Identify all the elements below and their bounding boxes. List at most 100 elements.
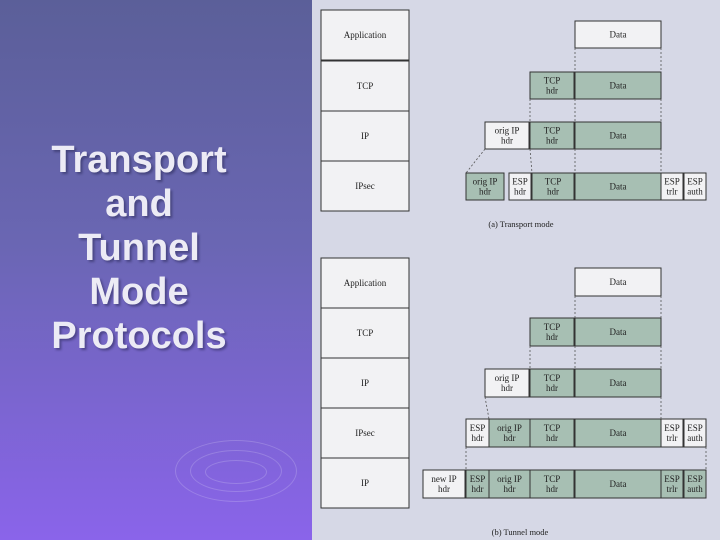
tcp-hdr-cell xyxy=(529,469,575,499)
esp-trlr-cell xyxy=(660,172,684,201)
tcp-hdr-cell-label: hdr xyxy=(546,484,558,494)
orig-ip-hdr-cell-label: hdr xyxy=(504,484,516,494)
orig-ip-hdr-cell xyxy=(488,418,531,448)
esp-trlr-cell-label: trlr xyxy=(667,433,678,443)
data-cell-label: Data xyxy=(610,378,627,388)
esp-hdr-cell-label: hdr xyxy=(472,484,484,494)
layer-box xyxy=(320,307,410,359)
data-cell-label: Data xyxy=(610,131,627,141)
tcp-hdr-cell-label: hdr xyxy=(546,433,558,443)
layer-box xyxy=(320,407,410,459)
data-cell-label: Data xyxy=(610,428,627,438)
tcp-hdr-cell xyxy=(531,172,575,201)
orig-ip-hdr-cell-label: orig IP xyxy=(497,474,522,484)
orig-ip-hdr-cell-label: hdr xyxy=(501,136,513,146)
data-cell xyxy=(574,172,662,201)
data-cell-label: Data xyxy=(610,327,627,337)
data-cell xyxy=(574,20,662,49)
title-line: Protocols xyxy=(51,315,227,357)
title-line: Transport xyxy=(51,139,227,181)
data-cell xyxy=(574,368,662,398)
data-cell-label: Data xyxy=(610,479,627,489)
title-line: and xyxy=(105,183,173,225)
tcp-hdr-cell-label: hdr xyxy=(546,383,558,393)
esp-trlr-cell-label: trlr xyxy=(667,187,678,197)
data-cell xyxy=(574,418,662,448)
background-ripple xyxy=(205,460,267,484)
esp-hdr-cell xyxy=(508,172,532,201)
esp-trlr-cell-label: ESP xyxy=(664,177,680,187)
esp-auth-cell-label: ESP xyxy=(687,177,703,187)
layer-box xyxy=(320,357,410,409)
background-ripple xyxy=(175,440,297,502)
data-cell xyxy=(574,317,662,347)
orig-ip-hdr-cell xyxy=(484,121,530,150)
tcp-hdr-cell-label: TCP xyxy=(545,177,562,187)
orig-ip-hdr-cell-label: hdr xyxy=(504,433,516,443)
esp-hdr-cell-label: ESP xyxy=(470,423,486,433)
orig-ip-hdr-cell-label: hdr xyxy=(479,187,491,197)
data-cell-label: Data xyxy=(610,182,627,192)
layer-box xyxy=(320,110,410,162)
title-line: Mode xyxy=(89,271,189,313)
data-cell xyxy=(574,71,662,100)
esp-trlr-cell-label: ESP xyxy=(664,474,680,484)
layer-box-label: IP xyxy=(361,131,369,141)
dashed-guide xyxy=(529,148,533,174)
tcp-hdr-cell-label: TCP xyxy=(544,474,561,484)
tcp-hdr-cell-label: hdr xyxy=(546,332,558,342)
esp-hdr-cell-label: ESP xyxy=(512,177,528,187)
layer-box xyxy=(320,457,410,509)
esp-auth-cell-label: auth xyxy=(687,484,703,494)
esp-trlr-cell-label: trlr xyxy=(667,484,678,494)
tcp-hdr-cell xyxy=(529,121,575,150)
orig-ip-hdr-cell xyxy=(484,368,530,398)
layer-box xyxy=(320,257,410,309)
esp-auth-cell xyxy=(683,418,707,448)
tcp-hdr-cell-label: TCP xyxy=(544,126,561,136)
slide-title: Transport and Tunnel Mode Protocols xyxy=(20,138,258,358)
title-line: Tunnel xyxy=(78,227,200,269)
layer-box-label: TCP xyxy=(357,328,374,338)
new-ip-hdr-cell-label: new IP xyxy=(431,474,456,484)
orig-ip-hdr-cell xyxy=(465,172,505,201)
tcp-hdr-cell xyxy=(529,317,575,347)
esp-auth-cell-label: auth xyxy=(687,433,703,443)
esp-auth-cell-label: ESP xyxy=(687,474,703,484)
esp-trlr-cell xyxy=(660,469,684,499)
new-ip-hdr-cell-label: hdr xyxy=(438,484,450,494)
tcp-hdr-cell xyxy=(529,71,575,100)
title-panel: Transport and Tunnel Mode Protocols xyxy=(0,0,312,540)
esp-hdr-cell-label: ESP xyxy=(470,474,486,484)
orig-ip-hdr-cell-label: orig IP xyxy=(497,423,522,433)
esp-trlr-cell-label: ESP xyxy=(664,423,680,433)
tcp-hdr-cell-label: hdr xyxy=(546,86,558,96)
tcp-hdr-cell-label: TCP xyxy=(544,423,561,433)
data-cell-label: Data xyxy=(610,81,627,91)
layer-box xyxy=(320,160,410,212)
tcp-hdr-cell xyxy=(529,368,575,398)
layer-box-label: TCP xyxy=(357,81,374,91)
data-cell-label: Data xyxy=(610,30,627,40)
tcp-hdr-cell-label: TCP xyxy=(544,322,561,332)
data-cell xyxy=(574,267,662,297)
dashed-guide xyxy=(484,396,490,420)
data-cell xyxy=(574,469,662,499)
orig-ip-hdr-cell-label: orig IP xyxy=(495,373,520,383)
background-ripple xyxy=(190,450,282,492)
layer-box-label: IP xyxy=(361,378,369,388)
orig-ip-hdr-cell-label: hdr xyxy=(501,383,513,393)
layer-box xyxy=(320,9,410,61)
tcp-hdr-cell-label: hdr xyxy=(547,187,559,197)
esp-auth-cell-label: ESP xyxy=(687,423,703,433)
tcp-hdr-cell xyxy=(529,418,575,448)
orig-ip-hdr-cell-label: orig IP xyxy=(495,126,520,136)
esp-auth-cell xyxy=(683,172,707,201)
layer-box-label: Application xyxy=(344,30,387,40)
layer-box-label: IPsec xyxy=(355,181,375,191)
tcp-hdr-cell-label: TCP xyxy=(544,373,561,383)
esp-trlr-cell xyxy=(660,418,684,448)
new-ip-hdr-cell xyxy=(422,469,466,499)
